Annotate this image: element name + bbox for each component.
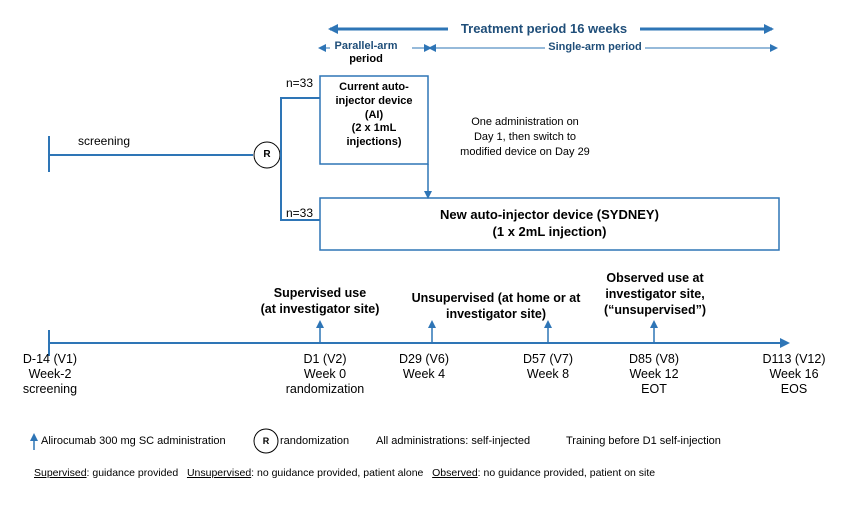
switch-note-line: Day 1, then switch to	[473, 131, 577, 143]
single-arm-label: Single-arm period	[548, 41, 642, 53]
legend-all-admin: All administrations: self-injected	[376, 435, 531, 447]
arm2-line: (1 x 2mL injection)	[492, 224, 607, 239]
timeline-line: Week 8	[526, 367, 570, 381]
supervised-term: Supervised	[34, 467, 87, 479]
arm1-line: (AI)	[364, 108, 384, 121]
timeline-line: EOT	[641, 382, 667, 396]
arm2-n: n=33	[286, 206, 314, 220]
timeline-line: D-14 (V1)	[22, 352, 78, 366]
arm2-line: New auto-injector device (SYDNEY)	[440, 207, 659, 222]
event-unsupervised: Unsupervised (at home or at investigator…	[396, 290, 596, 322]
parallel-arm-line-2: period	[349, 53, 383, 65]
unsupervised-term: Unsupervised	[186, 467, 252, 479]
observed-term: Observed	[432, 467, 478, 479]
event-observed-line: investigator site,	[605, 287, 705, 301]
screening-label: screening	[78, 134, 131, 148]
arm1-line: injector device	[335, 94, 413, 107]
timeline-label-v2: D1 (V2) Week 0 randomization	[275, 352, 375, 397]
arm2-branch	[280, 155, 320, 221]
parallel-arm-line-1: Parallel-arm	[334, 40, 398, 52]
event-unsupervised-line: Unsupervised (at home or at	[411, 291, 581, 305]
switch-note-line: modified device on Day 29	[460, 146, 590, 158]
event-observed-line: Observed use at	[606, 271, 704, 285]
arm1-line: Current auto-	[339, 81, 409, 93]
randomization-symbol: R	[263, 149, 271, 160]
arm2-box-text: New auto-injector device (SYDNEY) (1 x 2…	[320, 206, 779, 240]
arm1-n: n=33	[286, 76, 314, 90]
observed-def: : no guidance provided, patient on site	[477, 467, 656, 479]
arm1-line: injections)	[346, 136, 402, 149]
arm2-box	[319, 197, 780, 251]
timeline-label-v7: D57 (V7) Week 8	[512, 352, 584, 382]
legend-definitions: Supervised: guidance provided Unsupervis…	[34, 466, 655, 481]
timeline-line: EOS	[780, 382, 808, 396]
timeline-line: randomization	[285, 382, 365, 396]
timeline-label-v6: D29 (V6) Week 4	[388, 352, 460, 382]
timeline-line: Week 0	[303, 367, 347, 381]
parallel-arm-label: Parallel-arm period	[320, 40, 412, 66]
legend-arrow-text: Alirocumab 300 mg SC administration	[41, 435, 226, 447]
legend-r-symbol: R	[262, 436, 270, 446]
event-unsupervised-line: investigator site)	[445, 307, 547, 321]
timeline-line: D29 (V6)	[398, 352, 450, 366]
event-supervised-line: Supervised use	[273, 286, 367, 300]
legend-r-circle	[253, 428, 279, 454]
event-supervised-line: (at investigator site)	[260, 302, 380, 316]
arm1-line: (2 x 1mL	[351, 122, 397, 135]
arm1-box-text: Current auto- injector device (AI) (2 x …	[322, 81, 426, 150]
timeline-line: D57 (V7)	[522, 352, 574, 366]
arm1-branch	[280, 97, 320, 155]
arm1-box	[319, 75, 429, 165]
timeline-label-v12: D113 (V12) Week 16 EOS	[748, 352, 840, 397]
switch-note-line: One administration on	[471, 116, 579, 128]
unsupervised-def: : no guidance provided, patient alone	[251, 467, 424, 479]
timeline-line: D113 (V12)	[762, 352, 826, 366]
timeline-line: D1 (V2)	[303, 352, 347, 366]
timeline-label-v8: D85 (V8) Week 12 EOT	[614, 352, 694, 397]
timeline-line: D85 (V8)	[628, 352, 680, 366]
event-observed: Observed use at investigator site, (“uns…	[590, 270, 720, 318]
timeline-line: Week 12	[629, 367, 679, 381]
legend-training: Training before D1 self-injection	[566, 435, 721, 447]
legend-r-text: randomization	[280, 435, 350, 447]
timeline-label-v1: D-14 (V1) Week-2 screening	[10, 352, 90, 397]
timeline-line: Week 4	[402, 367, 446, 381]
timeline-line: Week-2	[28, 367, 72, 381]
supervised-def: : guidance provided	[86, 467, 179, 479]
event-supervised: Supervised use (at investigator site)	[240, 285, 400, 317]
timeline-line: screening	[22, 382, 78, 396]
treatment-period-label: Treatment period 16 weeks	[460, 21, 628, 36]
timeline-line: Week 16	[769, 367, 819, 381]
event-observed-line: (“unsupervised”)	[603, 303, 707, 317]
switch-note: One administration on Day 1, then switch…	[440, 115, 610, 160]
